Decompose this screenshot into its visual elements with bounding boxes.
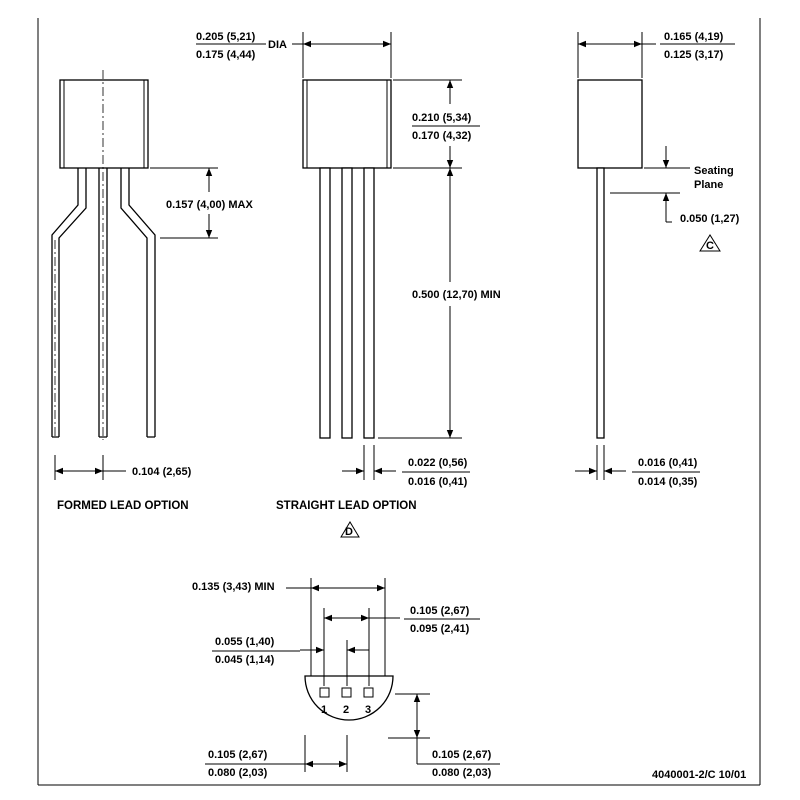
formed-lead-left bbox=[51, 168, 87, 438]
dia-min-label: 0.175 (4,44) bbox=[196, 49, 256, 61]
dia-max-label: 0.205 (5,21) bbox=[196, 31, 256, 43]
straight-lead-view: 0.205 (5,21) 0.175 (4,44) DIA 0.210 (5,3… bbox=[196, 31, 501, 538]
left-offset-max-label: 0.105 (2,67) bbox=[208, 749, 268, 761]
pitch-min-label: 0.045 (1,14) bbox=[215, 654, 275, 666]
lead-thickness-min-label: 0.014 (0,35) bbox=[638, 476, 698, 488]
formed-lead-center bbox=[98, 168, 108, 438]
span-min-label: 0.095 (2,41) bbox=[410, 623, 470, 635]
standoff-label: 0.050 (1,27) bbox=[680, 213, 740, 225]
note-d-triangle bbox=[340, 521, 360, 538]
body-height-max-label: 0.210 (5,34) bbox=[412, 112, 472, 124]
flat-min-label: 0.135 (3,43) MIN bbox=[192, 581, 275, 593]
straight-lead-3 bbox=[363, 167, 375, 439]
formed-caption: FORMED LEAD OPTION bbox=[57, 500, 189, 512]
note-d-label: D bbox=[345, 526, 353, 538]
pin-number-1: 1 bbox=[321, 704, 327, 716]
formed-lead-right bbox=[120, 168, 156, 438]
span-max-label: 0.105 (2,67) bbox=[410, 605, 470, 617]
formed-lead-view: 0.157 (4,00) MAX 0.104 (2,65) FORMED LEA… bbox=[51, 70, 253, 512]
formed-body bbox=[59, 79, 149, 169]
right-offset-min-label: 0.080 (2,03) bbox=[432, 767, 492, 779]
lead-width-max-label: 0.022 (0,56) bbox=[408, 457, 468, 469]
lead-width-min-label: 0.016 (0,41) bbox=[408, 476, 468, 488]
seating-line2: Plane bbox=[694, 179, 723, 191]
right-offset-max-label: 0.105 (2,67) bbox=[432, 749, 492, 761]
straight-lead-2 bbox=[341, 167, 353, 439]
pin-pad-1 bbox=[319, 687, 330, 698]
document-id: 4040001-2/C 10/01 bbox=[652, 769, 746, 781]
straight-body bbox=[302, 79, 392, 169]
note-c-label: C bbox=[706, 240, 714, 252]
pin-number-2: 2 bbox=[343, 704, 349, 716]
side-view: 0.165 (4,19) 0.125 (3,17) Seating Plane … bbox=[575, 31, 740, 488]
pin-pad-3 bbox=[363, 687, 374, 698]
formed-pitch-label: 0.104 (2,65) bbox=[132, 466, 192, 478]
depth-min-label: 0.125 (3,17) bbox=[664, 49, 724, 61]
note-c-triangle bbox=[699, 234, 721, 252]
lead-length-label: 0.500 (12,70) MIN bbox=[412, 289, 501, 301]
frame-border bbox=[37, 18, 761, 786]
left-offset-min-label: 0.080 (2,03) bbox=[208, 767, 268, 779]
formed-height-label: 0.157 (4,00) MAX bbox=[166, 199, 253, 211]
side-body bbox=[577, 79, 643, 169]
depth-max-label: 0.165 (4,19) bbox=[664, 31, 724, 43]
bottom-view: 1 2 3 0.135 (3,43) MIN 0.105 (2,67) 0.09… bbox=[192, 578, 500, 779]
pitch-max-label: 0.055 (1,40) bbox=[215, 636, 275, 648]
seating-line1: Seating bbox=[694, 165, 734, 177]
straight-lead-1 bbox=[319, 167, 331, 439]
dia-label: DIA bbox=[268, 39, 287, 51]
side-lead bbox=[596, 167, 605, 439]
straight-caption: STRAIGHT LEAD OPTION bbox=[276, 500, 417, 512]
pin-pad-2 bbox=[341, 687, 352, 698]
pin-number-3: 3 bbox=[365, 704, 371, 716]
lead-thickness-max-label: 0.016 (0,41) bbox=[638, 457, 698, 469]
bottom-outline bbox=[304, 675, 394, 721]
body-height-min-label: 0.170 (4,32) bbox=[412, 130, 472, 142]
